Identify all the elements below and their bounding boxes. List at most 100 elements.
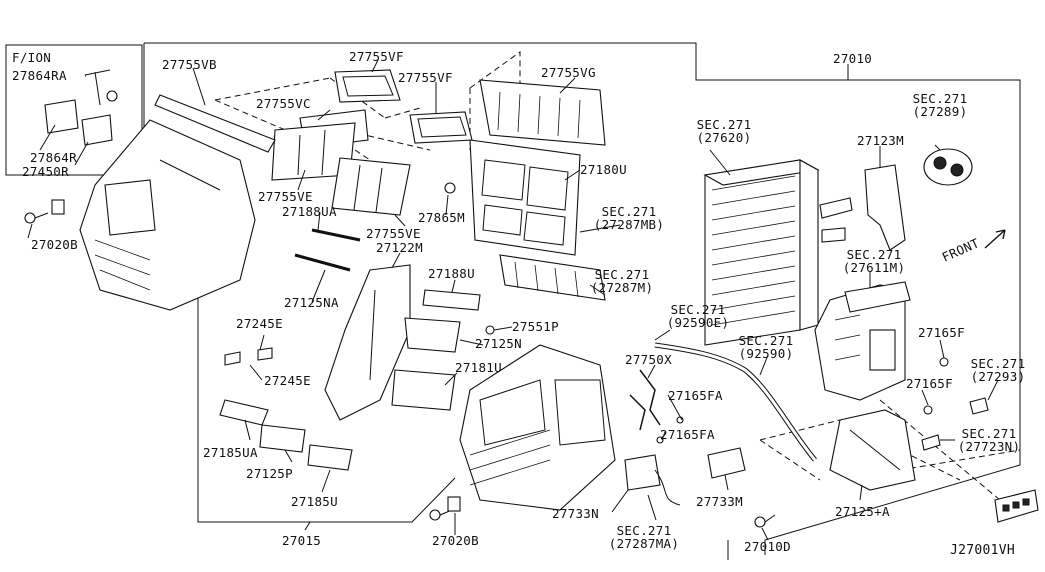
sec-ref-27723n: SEC.271 (27723N) [950,427,1028,453]
part-label-27755ve-1: 27755VE [258,189,313,204]
damper-27188u [422,289,481,311]
part-label-27865m: 27865M [418,210,465,225]
flap-27185u [307,444,353,471]
part-label-27733m: 27733M [696,494,743,509]
lower-right-duct [829,409,916,491]
fion-inset-parts [44,69,118,146]
part-label-27755ve-2: 27755VE [366,226,421,241]
part-label-27755vg: 27755VG [541,65,596,80]
part-label-27015: 27015 [282,533,322,548]
fion-inset-box [5,44,143,176]
filter-top-27755vf-2 [409,111,473,144]
leader-lines [27,59,999,541]
diagram-id: J27001VH [950,543,1016,558]
part-label-27188ua: 27188UA [282,204,337,219]
sec-ref-27289: SEC.271 (27289) [904,92,976,118]
sec-ref-27620-line2: (27620) [696,130,752,145]
part-label-27181u: 27181U [455,360,502,375]
sec-ref-27611m-line1: SEC.271 [846,247,902,262]
part-label-27125na: 27125NA [284,295,339,310]
heater-case-right [814,281,911,401]
flap-27185ua [219,399,269,426]
part-label-27125n: 27125N [475,336,522,351]
sec-ref-27287m: SEC.271 (27287M) [586,268,658,294]
intake-frame-27180u [469,139,581,256]
wire-27733n [654,469,681,506]
part-label-27245e-1: 27245E [236,316,283,331]
drain-hose-inner [654,343,817,461]
sec-ref-27287m-line2: (27287M) [590,280,654,295]
louvre-27287m [499,254,606,301]
part-label-27755vb: 27755VB [162,57,217,72]
part-label-27020b-1: 27020B [31,237,78,252]
rod-27125na [294,253,351,272]
part-label-27864r: 27864R [30,150,77,165]
part-label-27010: 27010 [833,51,873,66]
part-label-27450r: 27450R [22,164,69,179]
sec-ref-27620-line1: SEC.271 [696,117,752,132]
sec-ref-92590-line2: (92590) [738,346,794,361]
filter-top-27755vf-1 [334,69,401,103]
sec-ref-27289-line1: SEC.271 [912,91,968,106]
front-arrow-icon [984,229,1006,249]
part-label-27165fa-2: 27165FA [660,427,715,442]
part-label-27733n: 27733N [552,506,599,521]
sec-ref-27293-line1: SEC.271 [970,356,1026,371]
damper-27181u [391,369,456,411]
connector-bottom-right [994,489,1039,523]
sec-ref-27287m-line1: SEC.271 [594,267,650,282]
part-label-27755vf-2: 27755VF [398,70,453,85]
sec-ref-27287mb-line1: SEC.271 [601,204,657,219]
part-label-27165f-2: 27165F [906,376,953,391]
fasteners [24,182,989,528]
part-label-27122m: 27122M [376,240,423,255]
sec-ref-27287ma-line1: SEC.271 [616,523,672,538]
blower-case-left [79,119,256,311]
part-label-27180u: 27180U [580,162,627,177]
part-label-27123m: 27123M [857,133,904,148]
sec-ref-27289-line2: (27289) [912,104,968,119]
sec-ref-92590e-line2: (92590E) [666,315,730,330]
sec-ref-92590e: SEC.271 (92590E) [660,303,736,329]
part-label-27125a: 27125+A [835,504,890,519]
clips-27245e [224,347,273,366]
bracket-27123m [864,164,906,251]
module-27733n [624,454,661,491]
sec-ref-27723n-line1: SEC.271 [961,426,1017,441]
part-label-27188u: 27188U [428,266,475,281]
filter-27755ve-2 [331,157,411,216]
sec-ref-27620: SEC.271 (27620) [688,118,760,144]
sec-ref-27611m: SEC.271 (27611M) [838,248,910,274]
rod-27188ua [311,228,361,242]
part-label-27010d: 27010D [744,539,791,554]
part-label-27750x: 27750X [625,352,672,367]
part-label-27020b-2: 27020B [432,533,479,548]
linkage-27750x [629,369,661,431]
sec-ref-27287mb: SEC.271 (27287MB) [588,205,670,231]
flap-27125p [259,424,306,453]
module-27733m [707,447,746,479]
sec-ref-27287mb-line2: (27287MB) [593,217,665,232]
filter-27755vg [479,79,606,146]
part-label-27165fa-1: 27165FA [668,388,723,403]
part-label-27185u: 27185U [291,494,338,509]
sec-ref-27287ma: SEC.271 (27287MA) [602,524,686,550]
sec-ref-92590: SEC.271 (92590) [734,334,798,360]
sec-ref-27611m-line2: (27611M) [842,260,906,275]
part-label-27755vf-1: 27755VF [349,49,404,64]
part-label-27864ra: 27864RA [12,68,67,83]
strip-27755vb [154,94,276,153]
sec-ref-27293-line2: (27293) [970,369,1026,384]
part-label-27125p: 27125P [246,466,293,481]
part-label-27245e-2: 27245E [264,373,311,388]
sec-ref-92590e-line1: SEC.271 [670,302,726,317]
sec-ref-27293: SEC.271 (27293) [965,357,1031,383]
grommet [923,148,973,186]
sec-ref-27723n-line2: (27723N) [957,439,1021,454]
sec-ref-27287ma-line2: (27287MA) [608,536,680,551]
heater-unit-27015 [459,344,616,511]
part-label-27185ua: 27185UA [203,445,258,460]
damper-27125n [404,317,461,353]
part-label-27755vc: 27755VC [256,96,311,111]
